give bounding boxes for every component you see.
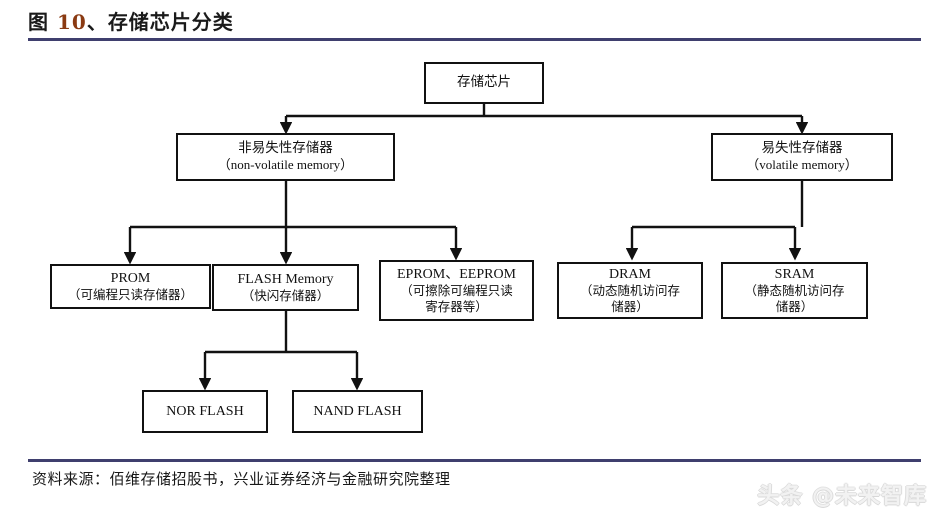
node-eprom-label-en: EPROM、EEPROM bbox=[396, 266, 517, 282]
node-volatile-label-cn: 易失性存储器 bbox=[761, 140, 843, 157]
figure-title-text: 存储芯片分类 bbox=[107, 10, 234, 34]
node-nonvolatile-label-en: （non-volatile memory） bbox=[217, 157, 354, 173]
node-prom[interactable]: PROM （可编程只读存储器） bbox=[50, 264, 211, 309]
node-sram-label-cn2: 储器） bbox=[775, 299, 814, 315]
watermark: 头条 @未来智库 bbox=[757, 484, 927, 509]
node-eprom-label-cn1: （可擦除可编程只读 bbox=[400, 283, 513, 299]
node-flash-label-cn: （快闪存储器） bbox=[241, 288, 330, 304]
node-nand-flash[interactable]: NAND FLASH bbox=[292, 390, 423, 433]
node-nor-flash[interactable]: NOR FLASH bbox=[142, 390, 268, 433]
node-sram[interactable]: SRAM （静态随机访问存 储器） bbox=[721, 262, 868, 319]
figure-separator: 、 bbox=[86, 10, 108, 34]
node-dram-label-cn2: 储器） bbox=[611, 299, 649, 315]
node-nor-flash-label: NOR FLASH bbox=[166, 403, 244, 419]
node-flash[interactable]: FLASH Memory （快闪存储器） bbox=[212, 264, 359, 311]
node-dram[interactable]: DRAM （动态随机访问存 储器） bbox=[557, 262, 703, 319]
node-volatile[interactable]: 易失性存储器 （volatile memory） bbox=[711, 133, 893, 181]
node-sram-label-cn1: （静态随机访问存 bbox=[744, 283, 845, 299]
node-dram-label-cn1: （动态随机访问存 bbox=[579, 283, 680, 299]
page-title: 图 10、存储芯片分类 bbox=[28, 6, 234, 35]
node-sram-label-en: SRAM bbox=[774, 266, 815, 282]
figure-number: 10 bbox=[56, 10, 87, 34]
node-volatile-label-en: （volatile memory） bbox=[746, 157, 858, 173]
node-prom-label-cn: （可编程只读存储器） bbox=[67, 287, 193, 303]
figure-prefix: 图 bbox=[28, 10, 57, 34]
node-eprom-label-cn2: 寄存器等） bbox=[425, 299, 488, 315]
node-root-label: 存储芯片 bbox=[457, 74, 511, 91]
node-eprom[interactable]: EPROM、EEPROM （可擦除可编程只读 寄存器等） bbox=[379, 260, 534, 321]
node-flash-label-en: FLASH Memory bbox=[237, 271, 334, 287]
node-nonvolatile-label-cn: 非易失性存储器 bbox=[238, 140, 333, 157]
node-prom-label-en: PROM bbox=[110, 270, 151, 286]
source-note: 资料来源：佰维存储招股书，兴业证券经济与金融研究院整理 bbox=[32, 470, 451, 488]
footer-divider bbox=[28, 459, 921, 462]
header-divider bbox=[28, 38, 921, 41]
node-nand-flash-label: NAND FLASH bbox=[313, 403, 402, 419]
node-dram-label-en: DRAM bbox=[608, 266, 651, 282]
node-nonvolatile[interactable]: 非易失性存储器 （non-volatile memory） bbox=[176, 133, 395, 181]
node-root[interactable]: 存储芯片 bbox=[424, 62, 544, 104]
